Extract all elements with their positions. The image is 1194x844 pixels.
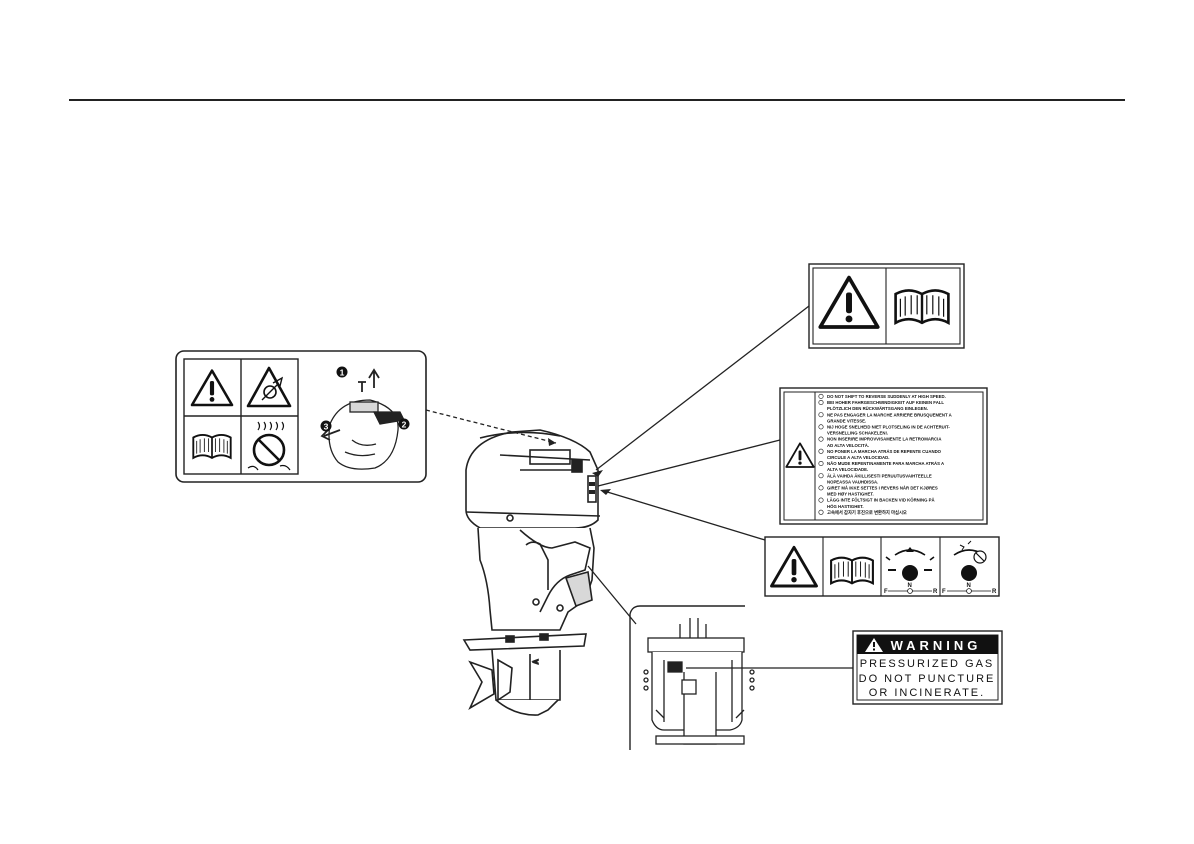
language-code-marker [818, 393, 824, 399]
cover-removal-sketch [320, 368, 405, 470]
language-code-marker [818, 412, 824, 418]
reverse-shift-text-line: GRANDE VITESSE. [827, 418, 866, 423]
outboard-motor-illustration: ᴀ [462, 429, 601, 716]
reverse-shift-text-lines: DO NOT SHIFT TO REVERSE SUDDENLY AT HIGH… [818, 393, 952, 516]
reverse-shift-text-line: AD ALTA VELOCITÀ. [827, 443, 869, 448]
shift-lever-icon [885, 547, 935, 581]
hot-surface-no-touch-icon [247, 421, 291, 471]
detail-inset [587, 565, 755, 750]
caution-read-manual-label [808, 263, 965, 349]
reverse-shift-text-line: ALTA VELOCIDADE. [827, 467, 868, 472]
shift-mark-f: F [884, 589, 888, 595]
reverse-shift-text-line: NO PONER LA MARCHA ATRÁS DE REPENTE CUAN… [827, 449, 942, 454]
header-rule [69, 99, 1125, 101]
shift-mark-r: R [933, 589, 938, 595]
reverse-shift-text-line: ÄLÄ VAIHDA ÄKILLISESTI PERUUTUSVAIHTEELL… [827, 473, 932, 478]
reverse-shift-text-line: NON INSERIRE IMPROVVISAMENTE LA RETROMAR… [827, 437, 941, 442]
dashed-leader-line [425, 409, 557, 444]
reverse-shift-text-line: CIRCULE A ALTA VELOCIDAD. [827, 455, 889, 460]
lower-unit-mark: ᴀ [530, 659, 540, 664]
language-code-marker [818, 436, 824, 442]
shift-mark-n: N [967, 583, 971, 589]
language-code-marker [818, 497, 824, 503]
reverse-shift-text-line: PLÖTZLICH DEN RÜCKWÄRTSGANG EINLEGEN. [827, 406, 928, 411]
warning-line-2: DO NOT PUNCTURE [859, 673, 996, 685]
language-code-marker [818, 448, 824, 454]
shift-mark-f: F [942, 589, 946, 595]
hand-entanglement-warning-icon [246, 366, 292, 408]
reverse-shift-text-line: MED HØY HASTIGHET. [827, 492, 874, 497]
shift-mark-n: N [908, 583, 912, 589]
reverse-shift-text-line: NE PAS ENGAGER LA MARCHE ARRIERE BRUSQUE… [827, 412, 952, 417]
reverse-shift-multilingual-label: DO NOT SHIFT TO REVERSE SUDDENLY AT HIGH… [779, 387, 988, 525]
reverse-shift-text-line: BEI HOHER FAHRGESCHWINDIGKEIT AUF KEINEN… [827, 400, 944, 405]
warning-header: WARNING [891, 638, 982, 653]
cover-warning-label-box: 1 2 3 [175, 350, 427, 483]
language-code-marker [818, 424, 824, 430]
reverse-shift-text-line: DO NOT SHIFT TO REVERSE SUDDENLY AT HIGH… [827, 394, 946, 399]
reverse-shift-text-line: VERSNELLING SCHAKELEN!. [827, 431, 888, 436]
warning-line-3: OR INCINERATE. [869, 687, 985, 699]
reverse-shift-text-line: HÖG HASTIGHET. [827, 504, 864, 509]
reverse-shift-text-line: NÃO MUDE REPENTINAMENTE PARA MARCHA ATRÁ… [827, 461, 944, 466]
shift-lever-no-quick-icon [953, 540, 987, 581]
reverse-shift-text-line: NIJ HOGE SNELHEID NIET PLOTSELING IN DE … [827, 425, 950, 430]
reverse-shift-text-line: NOPEASSA VAUHDISSA. [827, 479, 878, 484]
callout-3: 3 [320, 420, 332, 432]
shift-mark-r: R [992, 589, 997, 595]
pressurized-gas-warning-label: WARNING PRESSURIZED GAS DO NOT PUNCTURE … [852, 630, 1003, 705]
leader-line [603, 490, 766, 541]
svg-text:2: 2 [402, 420, 407, 430]
callout-2: 2 [398, 418, 410, 430]
svg-text:3: 3 [324, 422, 329, 432]
shift-pictogram-label: F N R F N R [764, 536, 1000, 597]
reverse-shift-text-line: LÄGG INTE FÖLTSIGT IN BACKEN VID KÖRNING… [827, 498, 935, 503]
reverse-shift-text-line: GIRET MÅ IKKE SETTES I REVERS NÅR DET KJ… [827, 486, 938, 491]
warning-line-1: PRESSURIZED GAS [860, 658, 995, 670]
svg-text:1: 1 [340, 368, 345, 378]
leader-line [597, 439, 781, 487]
language-code-marker [818, 473, 824, 479]
language-code-marker [818, 399, 824, 405]
reverse-shift-text-line: 고속에서 갑자기 후진으로 변환하지 마십시오 [827, 509, 907, 516]
language-code-marker [818, 460, 824, 466]
language-code-marker [818, 509, 824, 515]
leader-line [595, 305, 810, 471]
language-code-marker [818, 485, 824, 491]
callout-1: 1 [336, 366, 348, 378]
